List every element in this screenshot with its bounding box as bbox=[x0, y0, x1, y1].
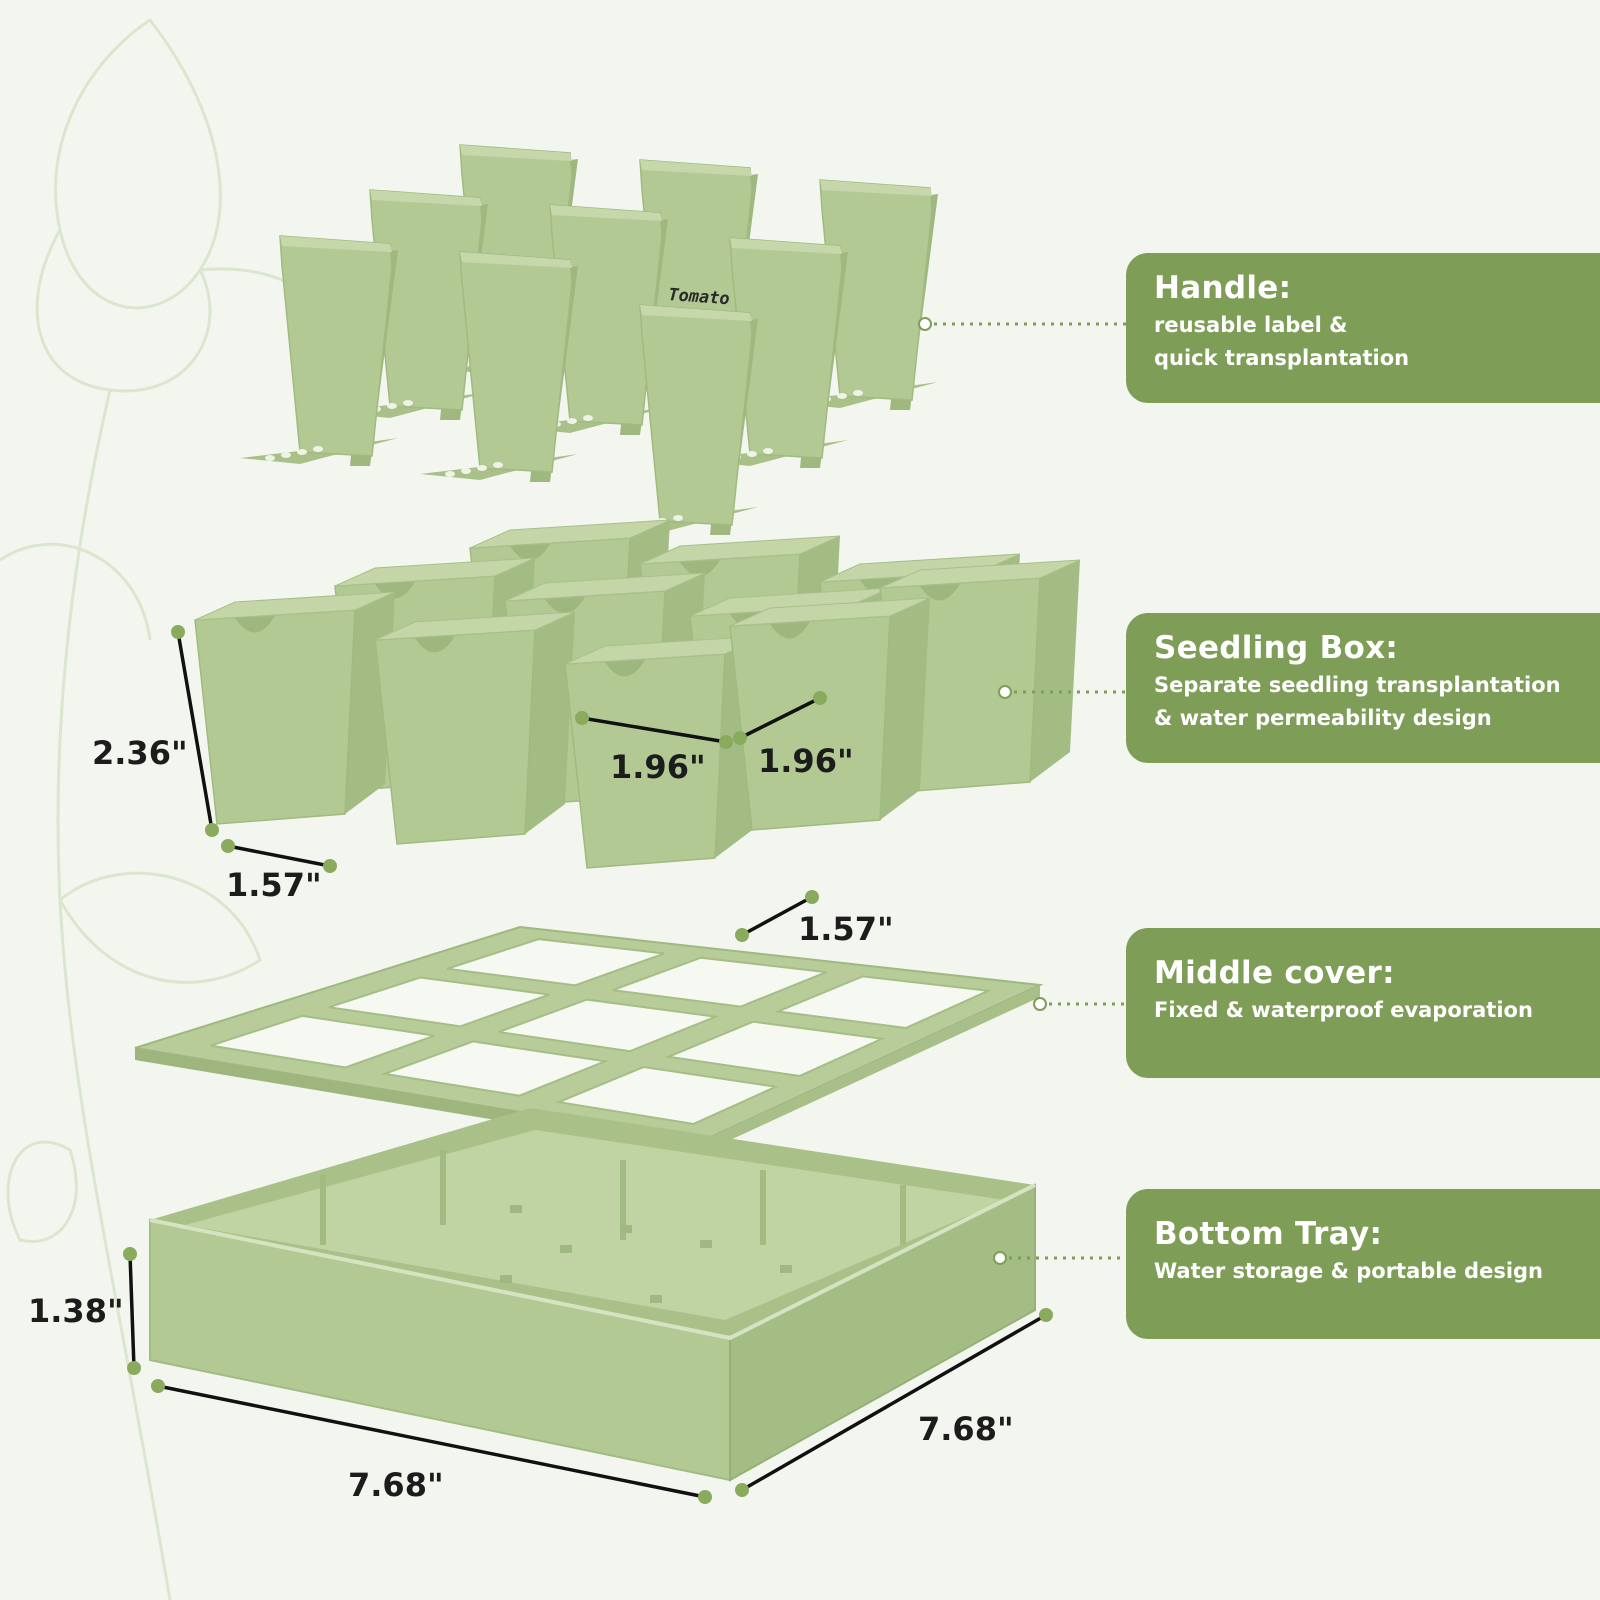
label-handle-desc-2: quick transplantation bbox=[1154, 346, 1410, 370]
label-seedling-box-desc-1: Separate seedling transplantation bbox=[1154, 673, 1561, 697]
label-handle-desc-1: reusable label & bbox=[1154, 313, 1348, 337]
cover-hole bbox=[774, 975, 992, 1029]
cover-hole bbox=[446, 938, 665, 987]
seedling-box-group bbox=[194, 519, 1081, 869]
cover-hole bbox=[498, 998, 720, 1053]
cover-hole bbox=[664, 1020, 886, 1078]
dim-seedling-top-depth: 1.96" bbox=[758, 742, 854, 780]
cover-hole bbox=[328, 976, 550, 1028]
label-seedling-box-title: Seedling Box: bbox=[1154, 630, 1399, 666]
label-bottom-tray: Bottom Tray: Water storage & portable de… bbox=[1126, 1189, 1600, 1339]
cover-hole bbox=[612, 956, 827, 1008]
dim-tray-width: 7.68" bbox=[348, 1466, 444, 1504]
seedling-box bbox=[729, 597, 931, 831]
dim-seedling-base-left: 1.57" bbox=[226, 866, 322, 904]
cover-hole bbox=[555, 1065, 780, 1126]
dim-tray-height: 1.38" bbox=[28, 1292, 124, 1330]
dim-tray-depth: 7.68" bbox=[918, 1410, 1014, 1448]
label-middle-cover-title: Middle cover: bbox=[1154, 955, 1395, 991]
handle-group bbox=[240, 144, 938, 535]
label-seedling-box-desc-2: & water permeability design bbox=[1154, 706, 1492, 730]
handle bbox=[600, 304, 758, 535]
bottom-tray bbox=[149, 1108, 1036, 1482]
dim-seedling-base-right: 1.57" bbox=[798, 910, 894, 948]
label-seedling-box: Seedling Box: Separate seedling transpla… bbox=[1126, 613, 1600, 763]
cover-hole bbox=[210, 1014, 435, 1069]
seedling-box bbox=[194, 591, 396, 825]
cover-hole bbox=[380, 1040, 609, 1097]
middle-cover bbox=[134, 925, 1044, 1154]
label-bottom-tray-title: Bottom Tray: bbox=[1154, 1216, 1383, 1252]
handle-tag-label: Tomato bbox=[668, 285, 731, 309]
leader-lines bbox=[918, 317, 1126, 1265]
label-middle-cover: Middle cover: Fixed & waterproof evapora… bbox=[1126, 928, 1600, 1078]
label-handle-title: Handle: bbox=[1154, 270, 1292, 306]
dim-seedling-height: 2.36" bbox=[92, 734, 188, 772]
label-middle-cover-desc-1: Fixed & waterproof evaporation bbox=[1154, 998, 1533, 1022]
dim-seedling-top-width: 1.96" bbox=[610, 748, 706, 786]
handle bbox=[240, 235, 398, 466]
label-handle: Handle: reusable label & quick transplan… bbox=[1126, 253, 1600, 403]
handle bbox=[420, 251, 578, 482]
dimension-lines bbox=[123, 625, 1053, 1504]
seedling-box bbox=[374, 611, 576, 845]
label-bottom-tray-desc-1: Water storage & portable design bbox=[1154, 1259, 1544, 1283]
